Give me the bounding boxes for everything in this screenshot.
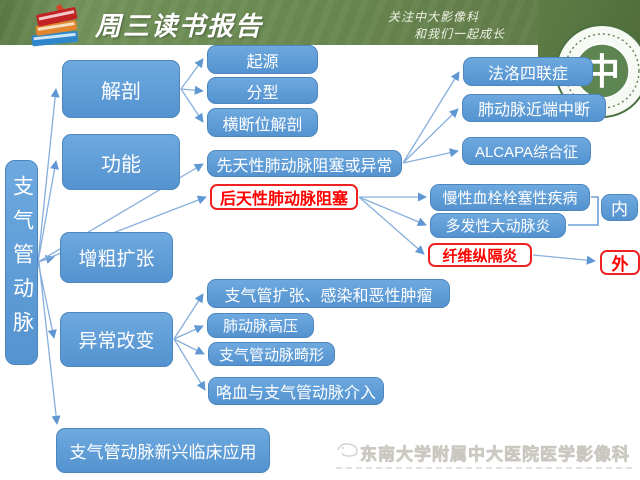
- node-root-bronchial-artery: 支气管动脉: [5, 160, 38, 365]
- node-congenital-pa-obstruction: 先天性肺动脉阻塞或异常: [207, 150, 402, 177]
- node-axial-anatomy: 横断位解剖: [207, 108, 318, 137]
- books-stack-icon: [31, 4, 79, 47]
- node-typing: 分型: [207, 77, 318, 104]
- node-takayasu-arteritis: 多发性大动脉炎: [430, 213, 566, 238]
- node-bronchial-artery-malformation: 支气管动脉畸形: [208, 342, 335, 366]
- node-abnormal-changes: 异常改变: [60, 312, 173, 367]
- header-slogan-line1: 关注中大影像科: [388, 10, 480, 24]
- header-banner: [0, 0, 640, 45]
- node-proximal-pa-interruption: 肺动脉近端中断: [462, 94, 606, 122]
- node-fibrosing-mediastinitis: 纤维纵隔炎: [428, 243, 532, 267]
- node-tetralogy-of-fallot: 法洛四联症: [463, 57, 593, 86]
- node-bronchiectasis-infection-malignancy: 支气管扩张、感染和恶性肿瘤: [207, 279, 450, 308]
- slide-title: 周三读书报告: [95, 12, 264, 42]
- header-slogan-line2: 和我们一起成长: [414, 27, 506, 41]
- node-anatomy: 解剖: [62, 60, 180, 118]
- node-chronic-thromboembolic-disease: 慢性血栓栓塞性疾病: [430, 184, 590, 211]
- node-acquired-pa-obstruction: 后天性肺动脉阻塞: [210, 184, 358, 210]
- node-extrinsic-label: 外: [600, 250, 640, 275]
- node-emerging-clinical-applications: 支气管动脉新兴临床应用: [56, 428, 270, 473]
- footer-affiliation: 东南大学附属中大医院医学影像科: [360, 445, 630, 465]
- node-function: 功能: [62, 134, 180, 190]
- node-pulmonary-hypertension: 肺动脉高压: [207, 313, 314, 338]
- node-origin: 起源: [207, 45, 318, 74]
- node-alcapa-syndrome: ALCAPA综合征: [462, 137, 591, 165]
- signature-doodle-icon: [337, 443, 358, 457]
- node-hemoptysis-intervention: 咯血与支气管动脉介入: [208, 377, 384, 405]
- footer-dashed-line: [336, 467, 632, 469]
- node-dilation: 增粗扩张: [60, 232, 173, 283]
- node-intrinsic-label: 内: [601, 194, 638, 221]
